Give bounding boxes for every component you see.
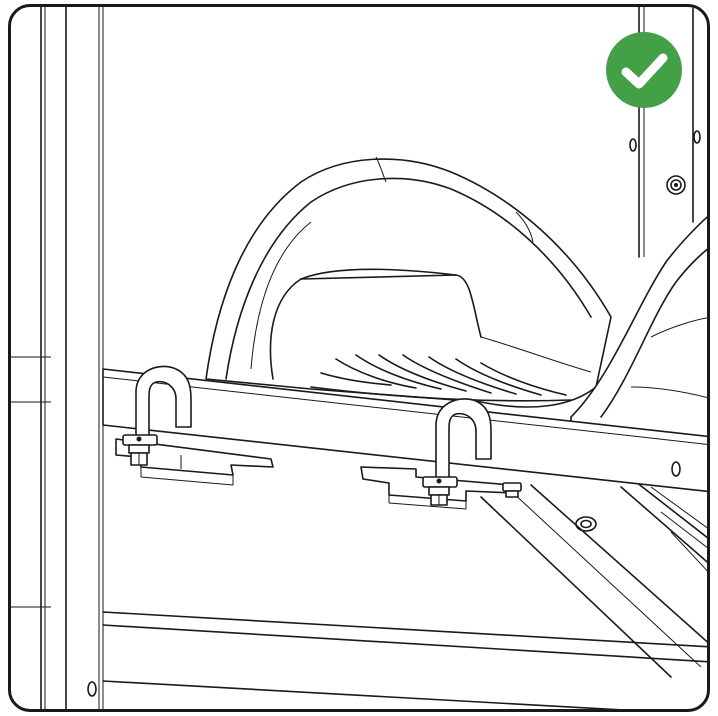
saddle-cradle	[205, 156, 612, 408]
diagonal-brace	[480, 481, 707, 678]
cross-tube	[102, 368, 707, 493]
right-saddle	[570, 216, 707, 476]
illustration-frame	[8, 4, 710, 712]
right-u-clamp	[360, 398, 522, 510]
back-panel	[11, 7, 104, 709]
bottom-rails	[102, 611, 707, 709]
assembly-drawing	[11, 7, 707, 709]
check-circle-icon	[606, 32, 682, 108]
checkmark-icon	[606, 32, 682, 108]
left-u-clamp	[115, 365, 274, 486]
left-vertical-post	[40, 7, 97, 709]
